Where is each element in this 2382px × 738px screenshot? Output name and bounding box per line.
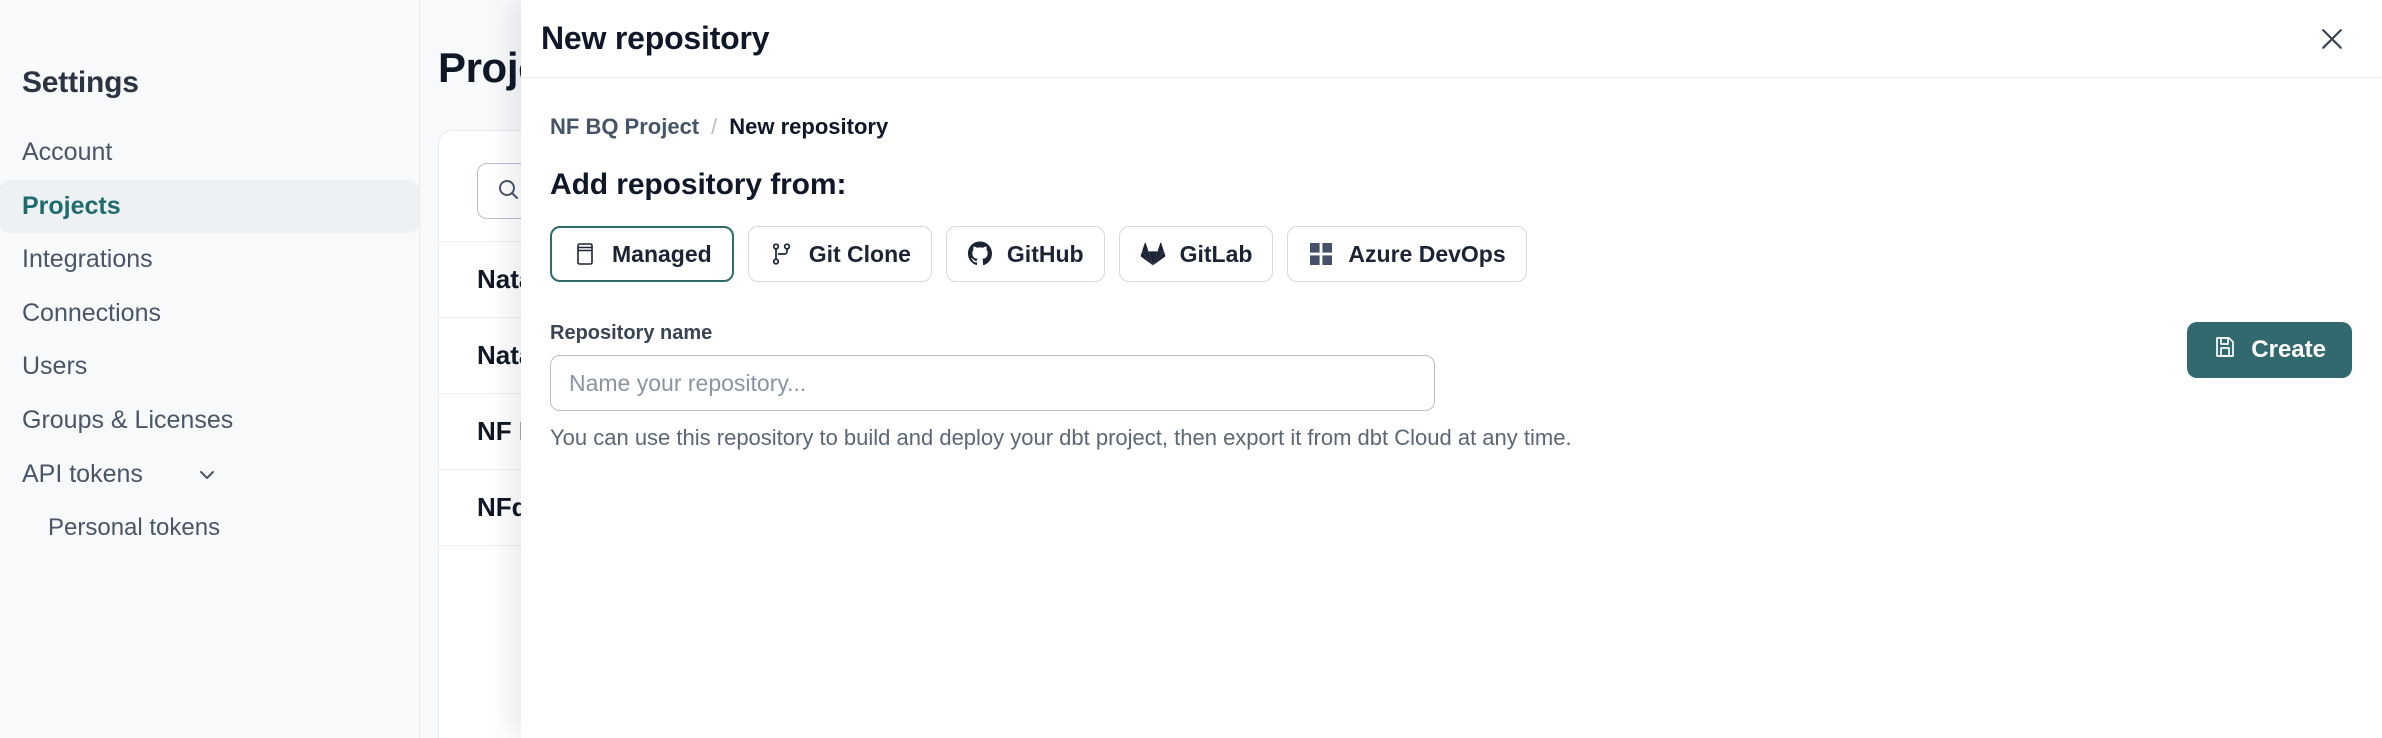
- settings-sidebar: Settings Account Projects Integrations C…: [0, 0, 420, 738]
- breadcrumb: NF BQ Project / New repository: [550, 114, 2352, 140]
- source-option-gitlab[interactable]: GitLab: [1118, 226, 1274, 282]
- git-branch-icon: [769, 241, 795, 267]
- modal-title: New repository: [541, 20, 770, 56]
- sidebar-item-connections[interactable]: Connections: [22, 298, 161, 327]
- repository-source-options: Managed Git Clone: [550, 226, 2352, 282]
- sidebar-item-users[interactable]: Users: [22, 352, 88, 380]
- repository-name-field: Repository name You can use this reposit…: [550, 322, 1572, 451]
- new-repository-panel: New repository NF BQ Project / New repos…: [521, 0, 2382, 738]
- breadcrumb-separator: /: [711, 114, 718, 139]
- gitlab-icon: [1140, 241, 1166, 267]
- source-option-managed[interactable]: Managed: [550, 226, 734, 282]
- repository-name-row: Repository name You can use this reposit…: [550, 322, 2352, 451]
- azure-devops-icon: [1308, 241, 1334, 267]
- github-icon: [967, 241, 993, 267]
- repository-name-input[interactable]: [550, 355, 1435, 411]
- sidebar-title: Settings: [22, 66, 139, 99]
- breadcrumb-parent[interactable]: NF BQ Project: [550, 114, 700, 139]
- source-option-label: Git Clone: [808, 240, 911, 267]
- sidebar-item-label: API tokens: [22, 460, 143, 488]
- repository-name-label: Repository name: [550, 322, 713, 344]
- sidebar-item-api-tokens[interactable]: API tokens: [0, 447, 419, 502]
- source-option-label: Azure DevOps: [1348, 240, 1506, 267]
- sidebar-item-projects[interactable]: Projects: [0, 179, 419, 233]
- repository-helper-text: You can use this repository to build and…: [550, 425, 1572, 450]
- sidebar-item-personal-tokens[interactable]: Personal tokens: [48, 514, 221, 541]
- sidebar-item-account[interactable]: Account: [22, 138, 113, 166]
- database-icon: [572, 241, 598, 267]
- add-repository-heading: Add repository from:: [550, 168, 847, 201]
- source-option-git-clone[interactable]: Git Clone: [747, 226, 932, 282]
- save-icon: [2213, 335, 2237, 366]
- sidebar-nav: Account Projects Integrations Connection…: [0, 126, 419, 554]
- breadcrumb-current: New repository: [729, 114, 889, 139]
- source-option-github[interactable]: GitHub: [945, 226, 1105, 282]
- source-option-label: Managed: [612, 240, 712, 267]
- search-icon: [496, 177, 520, 206]
- source-option-azure-devops[interactable]: Azure DevOps: [1287, 226, 1527, 282]
- create-button[interactable]: Create: [2187, 322, 2352, 378]
- create-button-label: Create: [2251, 336, 2326, 363]
- source-option-label: GitHub: [1006, 240, 1084, 267]
- modal-header: New repository: [521, 0, 2382, 78]
- source-option-label: GitLab: [1179, 240, 1253, 267]
- close-icon[interactable]: [2312, 19, 2352, 59]
- modal-body: NF BQ Project / New repository Add repos…: [521, 78, 2382, 451]
- sidebar-item-integrations[interactable]: Integrations: [22, 245, 153, 273]
- chevron-down-icon[interactable]: [195, 463, 219, 487]
- sidebar-item-groups-licenses[interactable]: Groups & Licenses: [22, 405, 234, 434]
